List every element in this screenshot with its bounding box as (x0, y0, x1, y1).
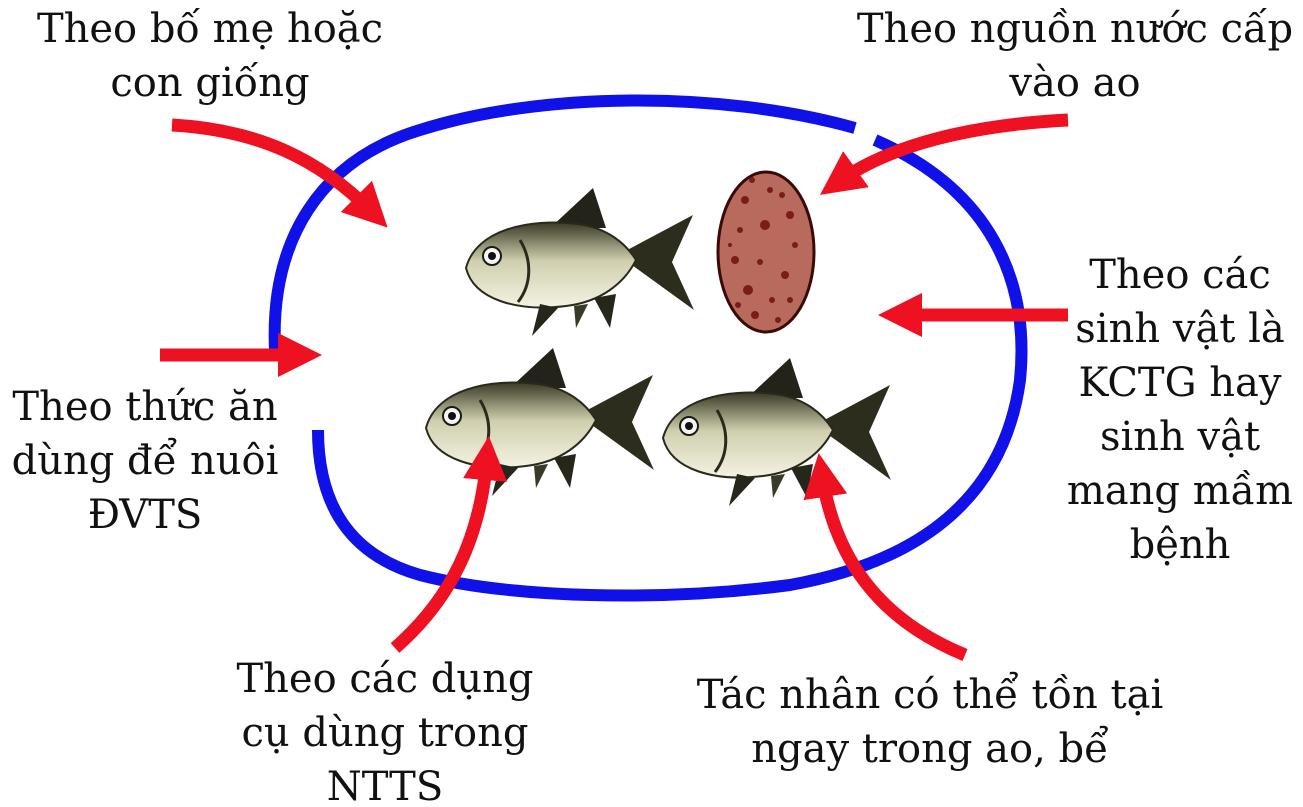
label-line: Theo nguồn nước cấp (855, 2, 1295, 56)
label-line: bệnh (1060, 518, 1300, 572)
label-line: Tác nhân có thể tồn tại (670, 668, 1190, 722)
fish-icon (466, 188, 694, 336)
fish-icon (663, 358, 891, 506)
label-line: vào ao (855, 56, 1295, 110)
label-in-pond: Tác nhân có thể tồn tại ngay trong ao, b… (670, 668, 1190, 776)
arrow-water-source (838, 120, 1068, 182)
label-line: KCTG hay (1060, 356, 1300, 410)
label-line: Theo bố mẹ hoặc (20, 2, 400, 56)
arrow-tools (395, 458, 487, 648)
arrow-in-pond (822, 475, 965, 655)
label-line: cụ dùng trong (235, 706, 535, 760)
label-broodstock: Theo bố mẹ hoặc con giống (20, 2, 400, 110)
label-line: Theo các dụng (235, 652, 535, 706)
label-line: ngay trong ao, bể (670, 722, 1190, 776)
label-feed: Theo thức ăn dùng để nuôi ĐVTS (0, 380, 290, 542)
label-tools: Theo các dụng cụ dùng trong NTTS (235, 652, 535, 807)
label-line: NTTS (235, 760, 535, 807)
label-line: sinh vật (1060, 410, 1300, 464)
pathogen-cell-icon (718, 172, 814, 332)
label-line: dùng để nuôi (0, 434, 290, 488)
label-line: con giống (20, 56, 400, 110)
label-line: sinh vật là (1060, 302, 1300, 356)
label-water-source: Theo nguồn nước cấp vào ao (855, 2, 1295, 110)
label-line: Theo thức ăn (0, 380, 290, 434)
label-line: ĐVTS (0, 488, 290, 542)
label-organisms: Theo các sinh vật là KCTG hay sinh vật m… (1060, 248, 1300, 572)
label-line: Theo các (1060, 248, 1300, 302)
label-line: mang mầm (1060, 464, 1300, 518)
fish-icon (426, 348, 654, 496)
pond-outline-lower (318, 140, 1021, 595)
